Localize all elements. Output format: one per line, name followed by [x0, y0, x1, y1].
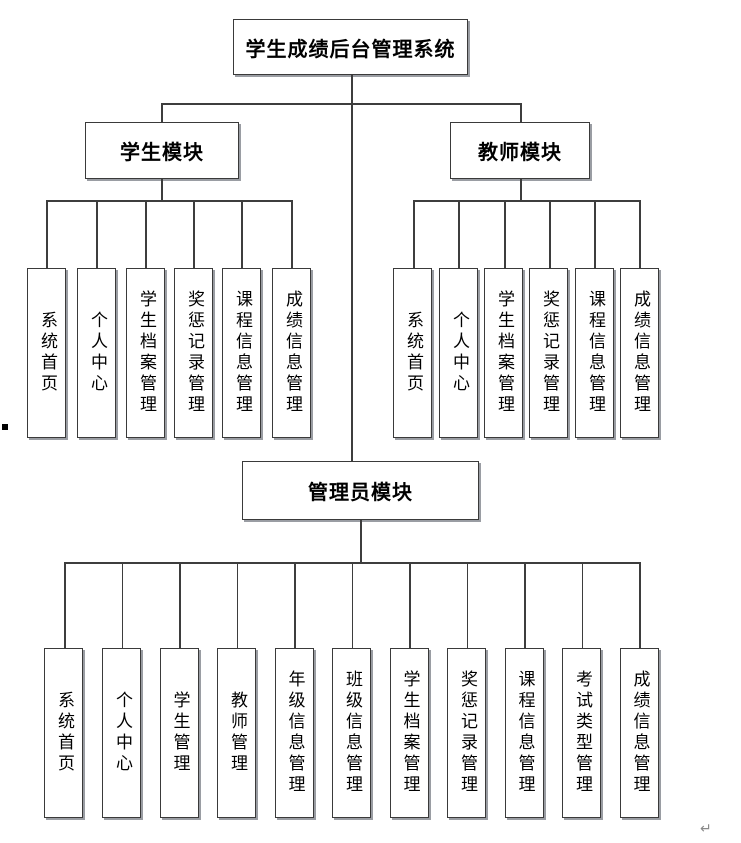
- connector-drop-teacher: [520, 103, 522, 122]
- node-admin-child: 教师管理: [217, 648, 256, 818]
- node-admin-child: 个人中心: [102, 648, 141, 818]
- connector-stub: [524, 562, 526, 648]
- connector-stub: [581, 562, 583, 648]
- connector-stub: [294, 562, 296, 648]
- connector-level1-horizontal: [161, 103, 521, 105]
- node-admin-child: 学生档案管理: [389, 648, 429, 818]
- node-admin-child: 奖惩记录管理: [447, 648, 486, 818]
- connector-student-stem: [161, 179, 163, 200]
- connector-stub: [241, 200, 243, 268]
- connector-student-horizontal: [46, 200, 292, 202]
- node-student-module: 学生模块: [85, 122, 239, 179]
- connector-stub: [413, 200, 415, 268]
- paragraph-return-icon: ↵: [700, 821, 712, 837]
- connector-stub: [458, 200, 460, 268]
- connector-stub: [409, 562, 411, 648]
- node-teacher-child: 奖惩记录管理: [529, 268, 568, 438]
- node-admin-child: 课程信息管理: [504, 648, 544, 818]
- node-admin-child: 系统首页: [44, 648, 83, 818]
- node-teacher-child: 成绩信息管理: [620, 268, 659, 438]
- node-student-child: 奖惩记录管理: [174, 268, 213, 438]
- connector-stub: [96, 200, 98, 268]
- connector-teacher-stem: [520, 179, 522, 200]
- node-teacher-child: 学生档案管理: [484, 268, 523, 438]
- connector-stub: [504, 200, 506, 268]
- connector-stub: [639, 562, 641, 648]
- connector-stub: [46, 200, 48, 268]
- connector-stub: [145, 200, 147, 268]
- node-student-child: 个人中心: [77, 268, 116, 438]
- node-student-child: 学生档案管理: [126, 268, 165, 438]
- node-admin-child: 考试类型管理: [562, 648, 601, 818]
- connector-stub: [466, 562, 468, 648]
- connector-drop-student: [161, 103, 163, 122]
- connector-stub: [193, 200, 195, 268]
- node-student-child: 成绩信息管理: [272, 268, 311, 438]
- node-admin-child: 成绩信息管理: [619, 648, 659, 818]
- connector-teacher-horizontal: [413, 200, 640, 202]
- node-teacher-child: 课程信息管理: [575, 268, 614, 438]
- node-admin-child: 学生管理: [159, 648, 199, 818]
- connector-stub: [639, 200, 641, 268]
- connector-stub: [291, 200, 293, 268]
- node-student-child: 课程信息管理: [222, 268, 261, 438]
- node-root: 学生成绩后台管理系统: [233, 19, 468, 75]
- connector-stub: [351, 562, 353, 648]
- node-teacher-child: 个人中心: [439, 268, 478, 438]
- connector-admin-stem: [360, 520, 362, 562]
- node-admin-module: 管理员模块: [242, 461, 479, 520]
- connector-stub: [236, 562, 238, 648]
- node-teacher-module: 教师模块: [450, 122, 590, 179]
- connector-trunk: [351, 75, 353, 461]
- connector-stub: [179, 562, 181, 648]
- list-bullet-mark: [2, 424, 8, 430]
- connector-stub: [121, 562, 123, 648]
- connector-stub: [594, 200, 596, 268]
- node-student-child: 系统首页: [27, 268, 66, 438]
- node-admin-child: 年级信息管理: [274, 648, 314, 818]
- node-admin-child: 班级信息管理: [332, 648, 371, 818]
- connector-stub: [549, 200, 551, 268]
- node-teacher-child: 系统首页: [393, 268, 432, 438]
- connector-stub: [64, 562, 66, 648]
